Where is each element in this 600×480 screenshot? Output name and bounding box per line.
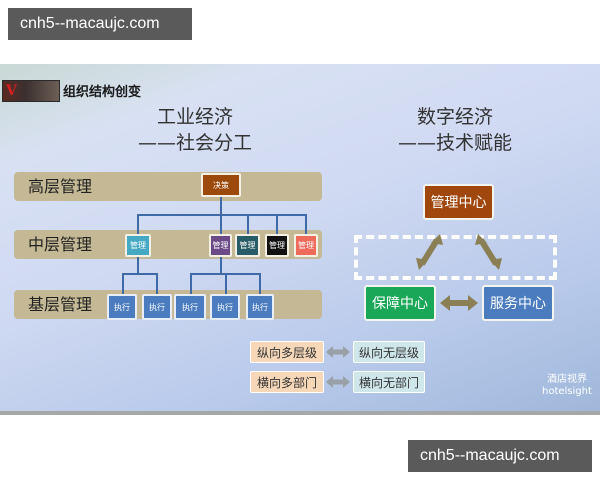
management-node: 管理 <box>235 234 260 257</box>
tag-horizontal-nodept: 横向无部门 <box>353 371 425 393</box>
node-label: 执行 <box>182 302 198 312</box>
management-node: 管理 <box>209 234 232 257</box>
connector-line <box>276 214 278 234</box>
level-label-senior: 高层管理 <box>28 177 93 196</box>
connector-line <box>156 273 158 297</box>
support-center: 保障中心 <box>364 285 436 321</box>
dashed-region <box>354 235 557 280</box>
management-node: 管理 <box>294 234 318 257</box>
comparison-arrows <box>326 346 350 388</box>
connector-line <box>220 197 222 215</box>
level-label-middle: 中层管理 <box>28 235 93 254</box>
connector-line <box>259 273 261 297</box>
execution-node: 执行 <box>107 294 137 320</box>
node-label: 决策 <box>213 180 229 190</box>
connector-line <box>225 273 227 297</box>
node-label: 管理 <box>239 241 256 250</box>
connector-line <box>122 273 124 297</box>
tag-label: 横向无部门 <box>358 375 419 390</box>
connector-line <box>247 214 249 234</box>
tag-label: 纵向多层级 <box>256 345 317 360</box>
double-arrow-icon <box>416 234 502 311</box>
center-label: 保障中心 <box>372 296 428 312</box>
node-label: 执行 <box>217 302 233 312</box>
node-label: 执行 <box>149 302 165 312</box>
center-label: 服务中心 <box>490 296 546 312</box>
node-label: 执行 <box>114 302 130 312</box>
heading-line: 工业经济 <box>156 106 233 128</box>
brand-cn: 酒店视界 <box>546 374 587 385</box>
node-label: 管理 <box>212 241 229 250</box>
tag-label: 纵向无层级 <box>358 345 419 360</box>
arrows <box>326 234 502 388</box>
level-label-grassroots: 基层管理 <box>28 295 93 314</box>
execution-node: 执行 <box>174 294 206 320</box>
brand-mark: 酒店视界 hotelsight <box>542 374 592 398</box>
watermark-top: cnh5--macaujc.com <box>8 8 192 40</box>
watermark-text: cnh5--macaujc.com <box>20 15 160 32</box>
connector-line <box>220 257 222 274</box>
management-node: 管理 <box>125 234 151 257</box>
band-senior: 高层管理 <box>14 172 322 201</box>
tag-vertical-nolevel: 纵向无层级 <box>353 341 425 363</box>
watermark-text: cnh5--macaujc.com <box>420 447 560 464</box>
connector-line <box>305 214 307 234</box>
tag-label: 横向多部门 <box>256 375 317 390</box>
heading-line: 数字经济 <box>416 106 493 128</box>
execution-node: 执行 <box>142 294 172 320</box>
node-label: 管理 <box>269 241 285 250</box>
connector-line <box>137 257 139 274</box>
connector-line <box>190 273 192 297</box>
watermark-bottom: cnh5--macaujc.com <box>408 440 592 472</box>
execution-node: 执行 <box>210 294 240 320</box>
logo: V <box>2 80 60 102</box>
slide: V 组织结构创变 工业经济 ——社会分工 高层管理 中层管理 基层管理 决策 管… <box>0 64 600 414</box>
management-node: 管理 <box>265 234 289 257</box>
logo-letter: V <box>6 83 17 99</box>
heading-line: ——技术赋能 <box>397 132 512 154</box>
heading-line: ——社会分工 <box>137 132 252 154</box>
digital-economy-heading: 数字经济 ——技术赋能 <box>380 104 530 156</box>
tag-horizontal-multidept: 横向多部门 <box>250 371 324 393</box>
node-label: 管理 <box>298 241 314 250</box>
center-label: 管理中心 <box>430 195 487 211</box>
node-label: 管理 <box>130 241 146 250</box>
execution-node: 执行 <box>246 294 274 320</box>
node-label: 执行 <box>252 302 268 312</box>
tag-vertical-multilevel: 纵向多层级 <box>250 341 324 363</box>
decision-node: 决策 <box>201 173 241 197</box>
connector-line <box>122 273 157 275</box>
slide-edge <box>0 411 600 415</box>
connector-line <box>137 214 307 216</box>
brand-en: hotelsight <box>542 386 592 397</box>
connector-line <box>137 214 139 234</box>
service-center: 服务中心 <box>482 285 554 321</box>
management-center: 管理中心 <box>423 184 494 220</box>
slide-title: 组织结构创变 <box>63 85 142 100</box>
industrial-economy-heading: 工业经济 ——社会分工 <box>110 104 280 156</box>
connector-line <box>220 214 222 234</box>
